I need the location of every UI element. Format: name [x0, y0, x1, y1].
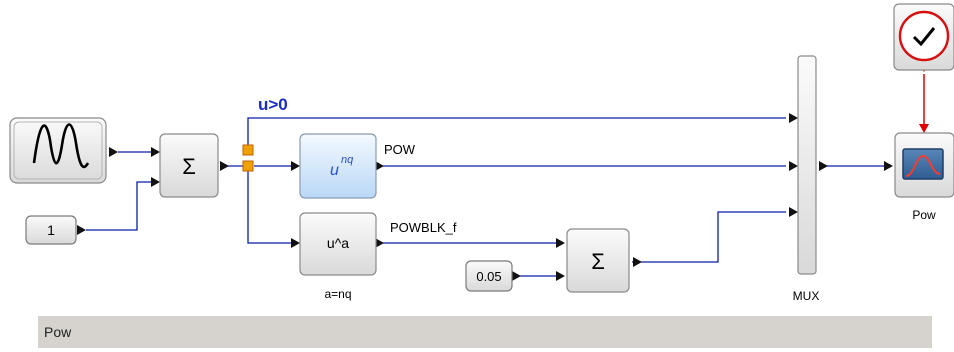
- constant-block-005[interactable]: 0.05: [465, 260, 513, 292]
- link-split-to-mux1[interactable]: [247, 117, 786, 150]
- arrowheads: [77, 113, 893, 281]
- status-bar: Pow: [38, 316, 932, 348]
- powblk-text: u^a: [327, 235, 349, 251]
- link-split-to-powblk[interactable]: [247, 170, 298, 244]
- powblk-block[interactable]: u^a: [299, 212, 377, 276]
- label-param: a=nq: [324, 287, 351, 301]
- sum-symbol-1: Σ: [182, 154, 196, 179]
- label-powblk: POWBLK_f: [390, 220, 457, 235]
- clock-icon: [898, 10, 950, 62]
- sine-wave-icon: [32, 123, 90, 169]
- split-point[interactable]: [242, 144, 254, 172]
- sum-symbol-2: Σ: [591, 249, 605, 274]
- label-scope: Pow: [912, 208, 936, 222]
- label-u-gt-0: u>0: [258, 95, 288, 114]
- sine-generator-block[interactable]: [9, 117, 107, 184]
- mux-block[interactable]: [797, 55, 817, 275]
- sum-block-2[interactable]: Σ: [566, 228, 630, 293]
- constant-block-1[interactable]: 1: [25, 215, 77, 245]
- scope-block[interactable]: [894, 132, 954, 198]
- status-bar-text: Pow: [44, 324, 72, 340]
- constant-005-value: 0.05: [476, 269, 501, 284]
- pow-block[interactable]: u nq: [299, 133, 377, 199]
- event-link[interactable]: [919, 64, 929, 133]
- pow-base: u: [330, 162, 339, 179]
- pow-exponent: nq: [341, 154, 354, 166]
- link-const1-to-sum1[interactable]: [86, 181, 158, 231]
- links: [86, 117, 884, 277]
- link-sum2-to-mux3[interactable]: [632, 211, 786, 263]
- scope-icon: [902, 148, 944, 180]
- clock-block[interactable]: [893, 3, 954, 71]
- label-pow: POW: [384, 142, 416, 157]
- sum-block-1[interactable]: Σ: [159, 133, 219, 198]
- label-mux: MUX: [793, 289, 820, 303]
- constant-1-value: 1: [47, 222, 55, 238]
